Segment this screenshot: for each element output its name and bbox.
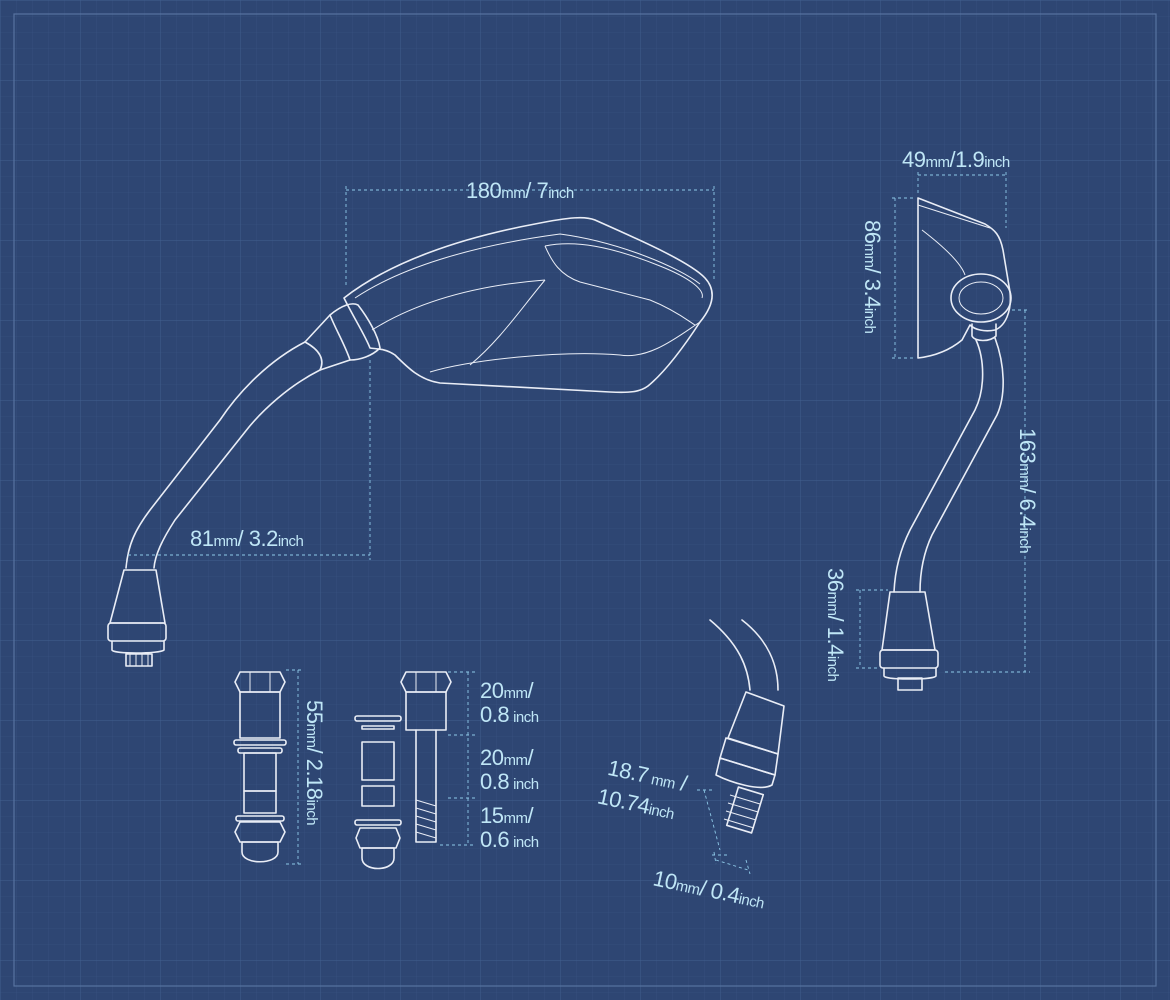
frame-border (13, 13, 1157, 987)
thread-detail (697, 619, 785, 875)
dim-line-mirror-width (345, 186, 715, 285)
bolt-assembly (233, 669, 475, 870)
side-arm (893, 337, 1004, 593)
dim-line-total-height (945, 309, 1030, 673)
label-head-height: 86mm/ 3.4inch (860, 220, 885, 333)
svg-text:20mm/: 20mm/ (480, 745, 534, 770)
label-bolt-length: 55mm/ 2.18inch (302, 700, 327, 825)
dim-line-bolt-length (286, 669, 302, 865)
side-mirror-head (917, 197, 1012, 359)
dim-line-head-height (892, 197, 915, 359)
dim-line-head-depth (917, 172, 1007, 228)
dim-line-thread-length (697, 789, 728, 856)
side-view-mirror (856, 172, 1030, 691)
svg-text:0.8inch: 0.8inch (480, 769, 539, 794)
side-base (879, 591, 939, 691)
label-arm-offset: 81mm/ 3.2inch (190, 526, 303, 551)
dim-line-thread-diameter (713, 851, 751, 875)
mirror-arm (125, 303, 381, 569)
label-head-depth: 49mm/1.9inch (902, 147, 1010, 172)
side-pivot (950, 273, 1012, 323)
mirror-head (343, 216, 713, 394)
dim-line-arm-offset (128, 360, 371, 560)
svg-text:0.8inch: 0.8inch (480, 702, 539, 727)
label-total-height: 163mm/ 6.4inch (1015, 428, 1040, 553)
dim-line-bolt-segments (440, 671, 475, 846)
front-view-mirror (107, 186, 715, 667)
label-base-height: 36mm/ 1.4inch (823, 568, 848, 681)
svg-text:20mm/: 20mm/ (480, 678, 534, 703)
dim-line-base-height (856, 589, 888, 669)
mirror-base (107, 569, 167, 667)
svg-text:15mm/: 15mm/ (480, 803, 534, 828)
label-mirror-width: 180mm/ 7inch (466, 178, 574, 203)
label-thread-diameter: 10mm/ 0.4inch (651, 865, 767, 913)
